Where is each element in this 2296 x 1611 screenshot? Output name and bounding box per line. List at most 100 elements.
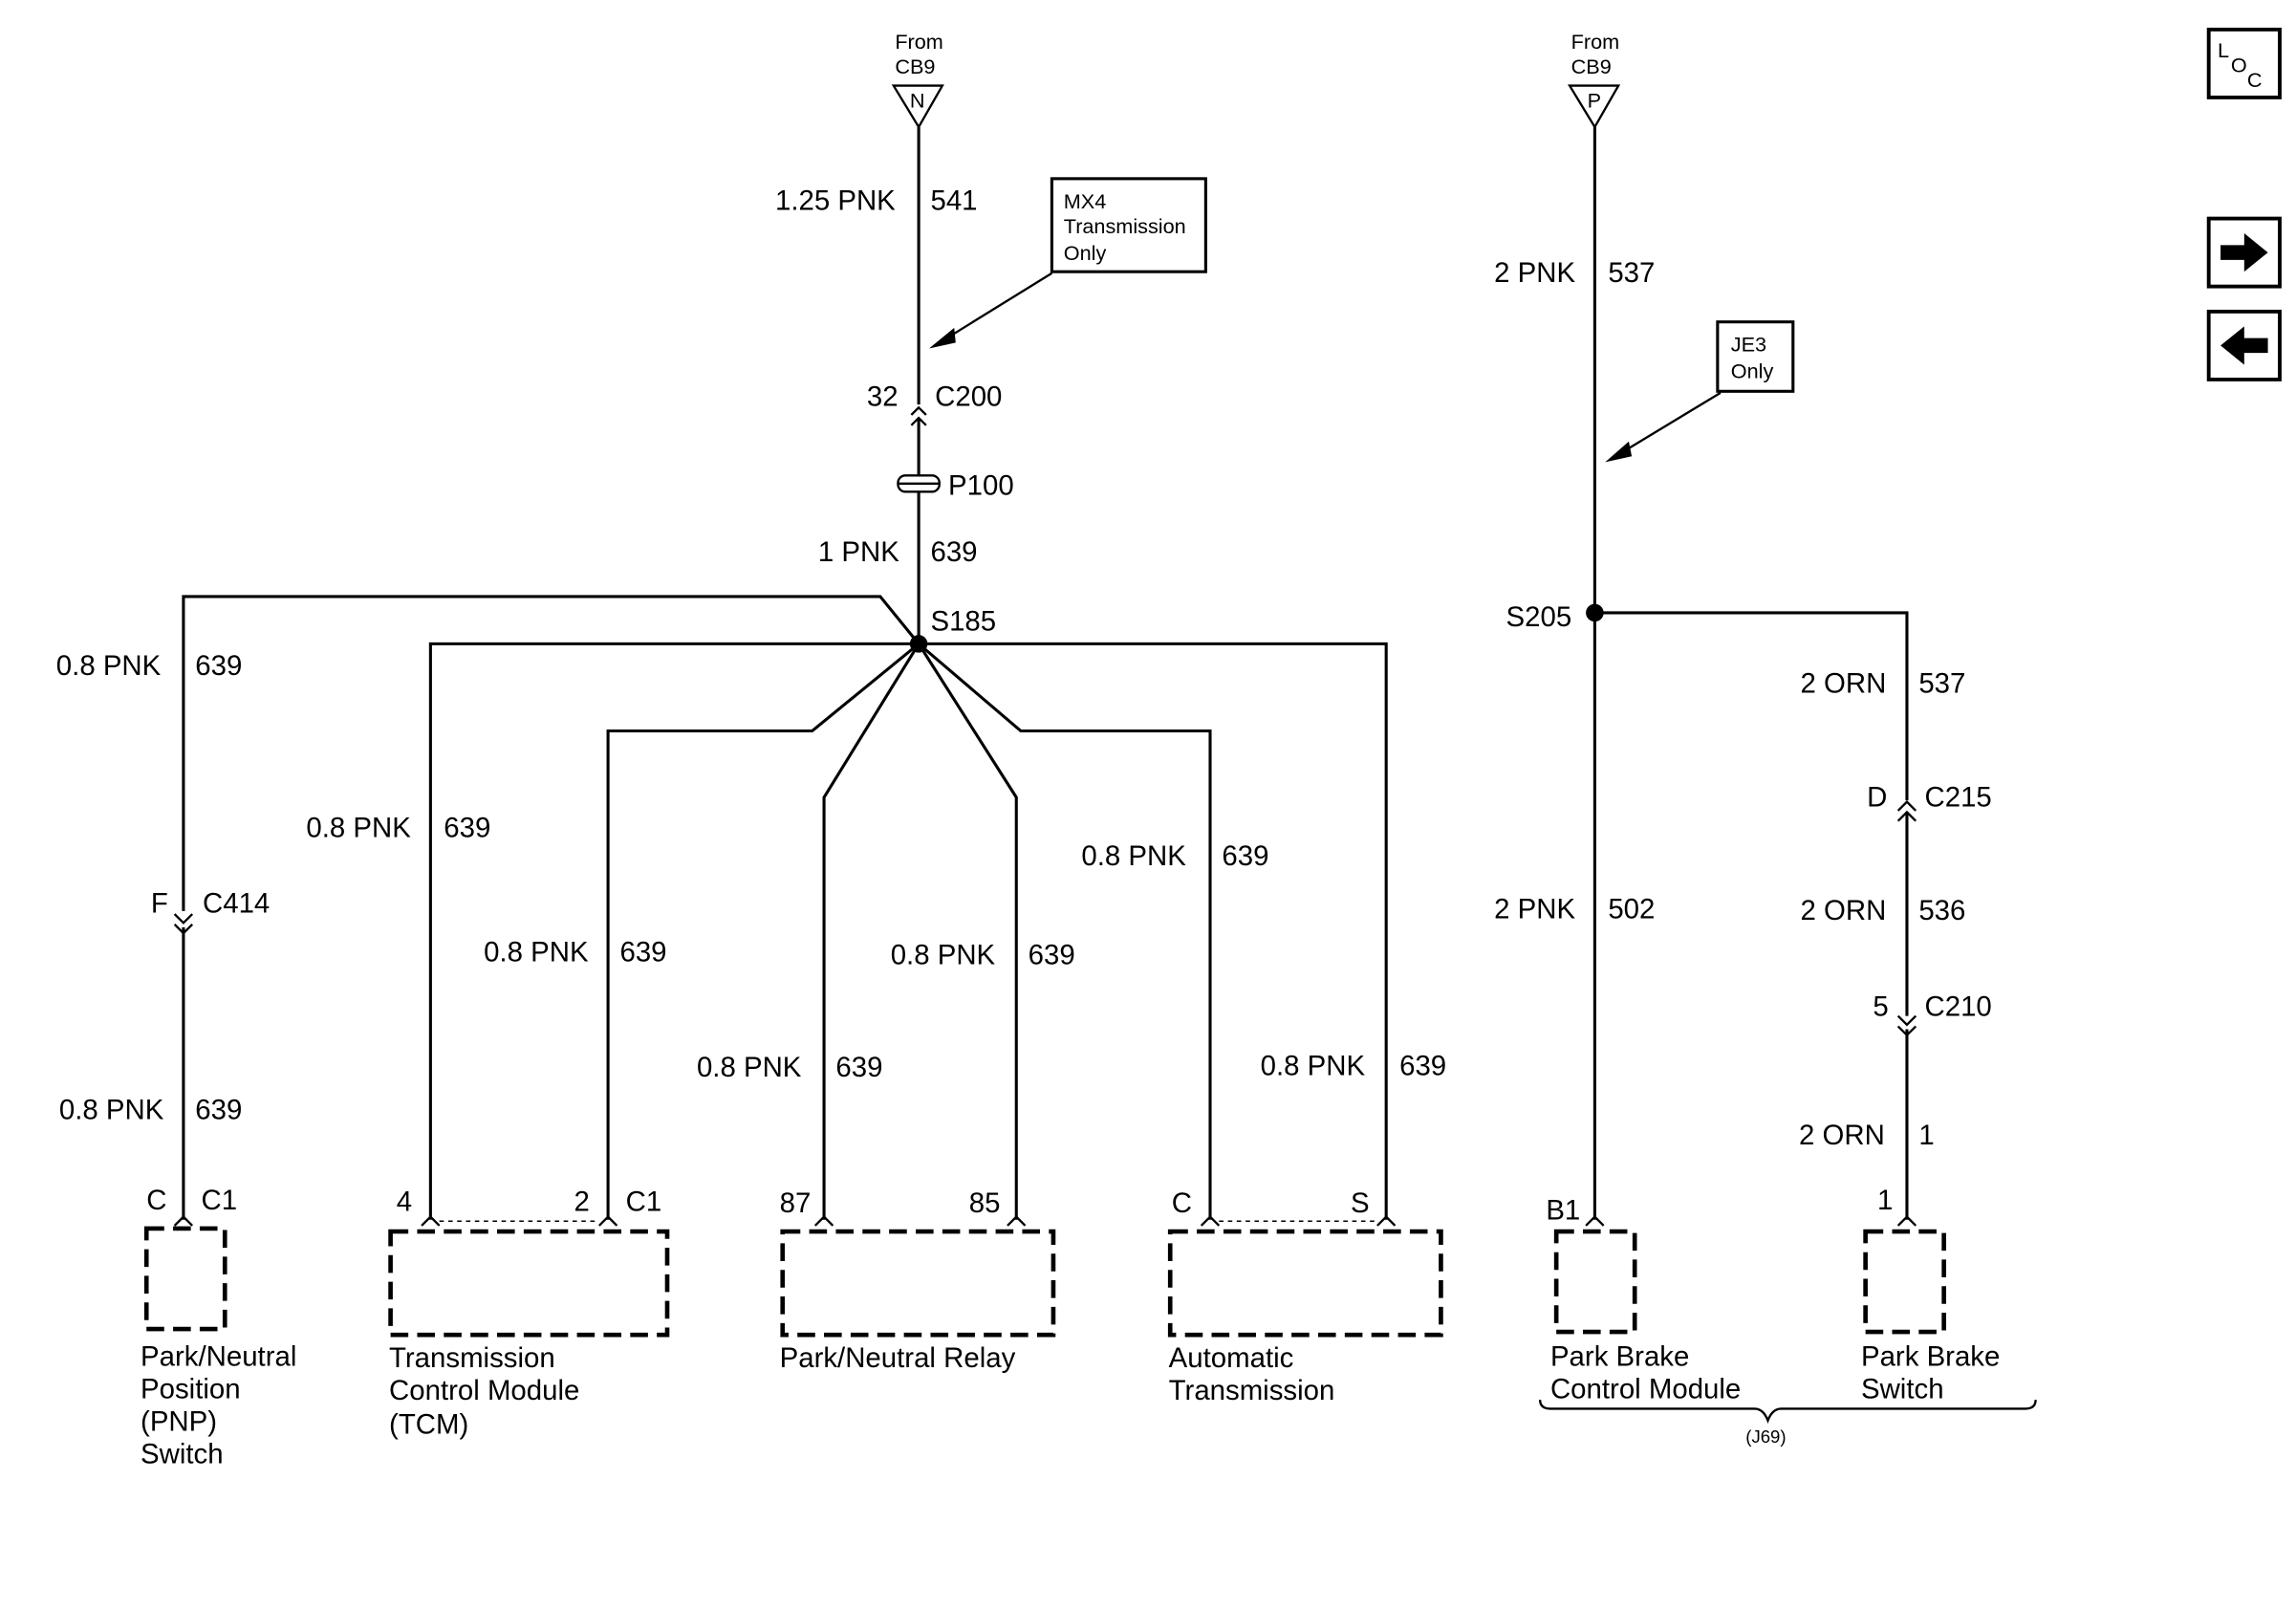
arrow-right-icon (2220, 233, 2268, 272)
source-name-label: CB9 (1571, 54, 1612, 78)
note-je3: JE3 Only (1605, 320, 1795, 463)
pnp-conn-label: C1 (201, 1185, 237, 1216)
c200-chevron-top (910, 405, 927, 416)
c210-chevron-top (1896, 1014, 1917, 1027)
note-mx4: MX4 Transmission Only (928, 177, 1207, 349)
wire-relay-87 (822, 642, 921, 1220)
j69-label: (J69) (1745, 1426, 1786, 1447)
pnp-name-line1: Park/Neutral (141, 1341, 296, 1373)
wire-relay-87-circuit: 639 (835, 1052, 882, 1083)
source-name-label: CB9 (895, 54, 935, 78)
source-from-label: From (895, 30, 943, 54)
wire-pnp-lower-gauge: 0.8 PNK (59, 1095, 164, 1126)
note-je3-arrowhead (1605, 441, 1633, 463)
c414-chevron-top (173, 913, 194, 925)
at-name-line2: Transmission (1169, 1375, 1335, 1406)
wire-at-pinc (918, 642, 1212, 1220)
component-pnp-switch: C C1 Park/Neutral Position (PNP) Switch (141, 1185, 296, 1470)
pbcm-name-line1: Park Brake (1550, 1341, 1689, 1373)
wire-relay-85 (917, 642, 1018, 1220)
tcm-pin2-label: 2 (574, 1186, 590, 1217)
note-je3-line1: JE3 (1731, 333, 1766, 357)
wire-502-circuit: 502 (1608, 894, 1655, 925)
note-je3-line2: Only (1731, 359, 1774, 382)
wire-tcm-pin2-circuit: 639 (619, 936, 666, 968)
at-terminal-c (1200, 1214, 1221, 1227)
c210-name-label: C210 (1925, 991, 1992, 1023)
pbs-terminal (1896, 1214, 1917, 1227)
note-mx4-line1: MX4 (1064, 189, 1107, 213)
wire-639-circuit: 639 (930, 536, 977, 568)
wire-tcm-pin4-circuit: 639 (444, 813, 490, 844)
wire-502-gauge: 2 PNK (1494, 894, 1575, 925)
wire-541-gauge: 1.25 PNK (775, 185, 896, 216)
wire-at-pins-gauge: 0.8 PNK (1261, 1050, 1366, 1081)
wire-relay-87-gauge: 0.8 PNK (697, 1052, 802, 1083)
wire-tcm-pin4 (428, 642, 920, 1220)
pbs-outline (1863, 1229, 1946, 1335)
loc-button-box[interactable] (2206, 27, 2282, 99)
wire-orn-536-gauge: 2 ORN (1801, 895, 1887, 926)
component-automatic-transmission: C S Automatic Transmission (1167, 1187, 1443, 1406)
pbcm-terminal (1585, 1214, 1605, 1227)
at-pinc-label: C (1172, 1187, 1192, 1219)
wire-pnp-upper-gauge: 0.8 PNK (56, 650, 162, 682)
source-triangle (1568, 84, 1621, 130)
loc-letter-l: L (2218, 38, 2229, 62)
note-mx4-line3: Only (1064, 241, 1107, 265)
tcm-outline (388, 1229, 670, 1338)
pnp-terminal (173, 1214, 194, 1227)
tcm-pin4-label: 4 (397, 1186, 412, 1217)
wire-relay-85-circuit: 639 (1029, 940, 1075, 971)
next-button[interactable] (2206, 216, 2282, 289)
note-mx4-arrowhead (928, 327, 956, 349)
group-j69: (J69) (1538, 1400, 2037, 1447)
note-mx4-box (1050, 177, 1207, 273)
note-mx4-leader (945, 272, 1053, 339)
prev-button[interactable] (2206, 309, 2282, 381)
wire-at-pinc-gauge: 0.8 PNK (1081, 840, 1186, 872)
relay-pin87-label: 87 (780, 1187, 812, 1219)
relay-terminal-87 (813, 1214, 834, 1227)
tcm-name-line3: (TCM) (389, 1409, 468, 1441)
c200-chevron-bottom (910, 416, 927, 426)
wire-orn-537-circuit: 537 (1918, 667, 1965, 699)
c210-pin-label: 5 (1873, 991, 1888, 1023)
j69-brace (1538, 1400, 2037, 1425)
pnp-pin-label: C (146, 1185, 166, 1216)
wire-pnp-upper-circuit: 639 (195, 650, 242, 682)
pbcm-outline (1553, 1229, 1637, 1335)
wire-orn-537-gauge: 2 ORN (1801, 667, 1887, 699)
pbcm-name-line2: Control Module (1550, 1374, 1741, 1405)
source-from-label: From (1571, 30, 1620, 54)
connector-c210: 5 C210 (1873, 991, 1992, 1037)
source-cb9-p: From CB9 P (1568, 30, 1621, 130)
wire-at-pins (919, 642, 1388, 1220)
pnp-name-line4: Switch (141, 1439, 224, 1470)
tcm-terminal-4 (421, 1214, 441, 1227)
connector-c200: 32 C200 (867, 381, 1002, 426)
at-outline (1167, 1229, 1443, 1338)
splice-s205-label: S205 (1506, 601, 1572, 633)
wire-orn-1-circuit: 1 (1918, 1120, 1934, 1151)
component-park-brake-switch: 1 Park Brake Switch (1861, 1185, 2000, 1405)
wire-pnp-upper (182, 595, 921, 911)
source-cb9-n: From CB9 N (891, 30, 944, 130)
source-triangle (891, 84, 944, 130)
note-mx4-line2: Transmission (1064, 214, 1186, 238)
connector-c414: F C414 (151, 888, 270, 935)
wire-tcm-pin2 (606, 642, 921, 1220)
c215-chevron-top (1896, 800, 1917, 812)
loc-button[interactable]: L O C (2206, 27, 2282, 99)
c215-pin-label: D (1867, 781, 1887, 813)
pbs-name-line2: Switch (1861, 1374, 1944, 1405)
pbs-pin-label: 1 (1877, 1185, 1893, 1216)
wire-pnp-lower-circuit: 639 (195, 1095, 242, 1126)
wire-541-circuit: 541 (930, 185, 977, 216)
relay-terminal-85 (1007, 1214, 1027, 1227)
component-park-brake-control-module: B1 Park Brake Control Module (1546, 1195, 1741, 1405)
relay-name: Park/Neutral Relay (780, 1342, 1016, 1374)
c414-name-label: C414 (203, 888, 270, 920)
wire-orn-537 (1594, 611, 1909, 801)
